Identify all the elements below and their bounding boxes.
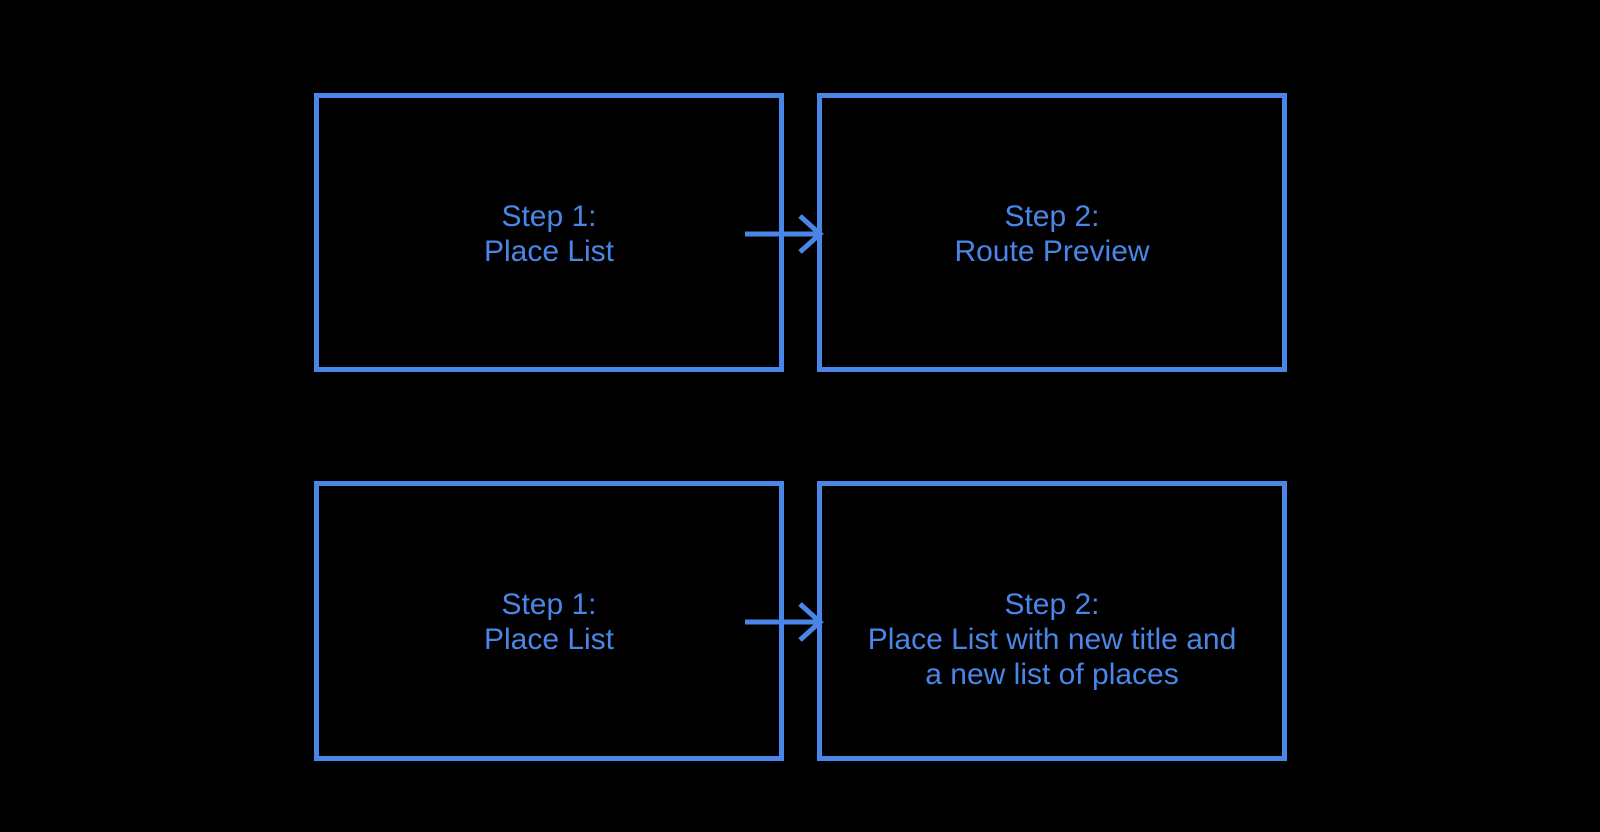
box-subtitle-line: Place List [483,235,615,268]
box-subtitle-line: Route Preview [954,235,1150,268]
box-title-line: Step 2: [1004,588,1100,621]
box-subtitle-line: Place List [483,623,615,656]
flow-arrow-right-icon [740,599,825,645]
box-subtitle-line: a new list of places [925,658,1179,691]
box-subtitle-line: Place List with new title and [867,623,1237,656]
box-title-line: Step 1: [501,200,597,233]
box-text: Step 1: Place List [319,587,779,657]
flow-box-step1-place-list-bottom: Step 1: Place List [314,481,784,761]
flow-box-step2-place-list-new: Step 2: Place List with new title and a … [817,481,1287,761]
flow-arrow-right-icon [740,211,825,257]
box-title-line: Step 1: [501,588,597,621]
flow-box-step2-route-preview: Step 2: Route Preview [817,93,1287,372]
box-text: Step 1: Place List [319,199,779,269]
box-text: Step 2: Place List with new title and a … [822,587,1282,692]
flow-box-step1-place-list-top: Step 1: Place List [314,93,784,372]
box-title-line: Step 2: [1004,200,1100,233]
box-text: Step 2: Route Preview [822,199,1282,269]
